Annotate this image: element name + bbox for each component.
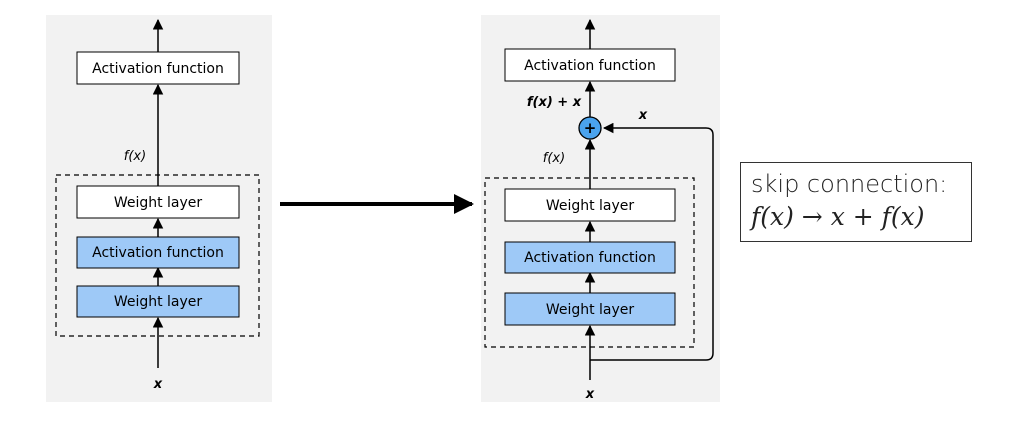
- left-activation-top-label: Activation function: [92, 61, 224, 77]
- left-weight-top-label: Weight layer: [114, 195, 203, 211]
- right-fx-label: f(x): [543, 151, 565, 166]
- right-activation-mid-box: [504, 241, 676, 274]
- skip-connection-callout: skip connection: f(x) → x + f(x): [740, 162, 972, 242]
- skip-connection-path: [590, 122, 714, 361]
- callout-title: skip connection:: [751, 170, 948, 198]
- left-input-x-label: x: [153, 377, 163, 392]
- right-sum-label: f(x) + x: [527, 95, 582, 110]
- right-weight-bottom-box: [504, 292, 676, 326]
- callout-formula: f(x) → x + f(x): [751, 202, 925, 231]
- left-activation-mid-label: Activation function: [92, 245, 224, 261]
- right-activation-top-box: [504, 48, 676, 82]
- addition-node: [578, 116, 602, 140]
- left-fx-label: f(x): [124, 149, 146, 164]
- left-dashed-block: [55, 174, 260, 337]
- left-activation-mid-box: [76, 236, 240, 269]
- right-skip-x-label: x: [638, 108, 648, 123]
- right-activation-top-label: Activation function: [524, 58, 656, 74]
- left-panel: Activation function f(x) Weight layer Ac…: [46, 15, 272, 402]
- left-weight-bottom-box: [76, 285, 240, 318]
- left-weight-bottom-label: Weight layer: [114, 294, 203, 310]
- left-weight-top-box: [76, 185, 240, 219]
- right-weight-bottom-label: Weight layer: [546, 302, 635, 318]
- right-weight-top-box: [504, 188, 676, 222]
- right-weight-top-label: Weight layer: [546, 198, 635, 214]
- left-activation-top-box: [76, 51, 240, 85]
- right-input-x-label: x: [585, 387, 595, 402]
- right-panel: Activation function f(x) + x x + f(x) We…: [481, 15, 720, 402]
- plus-icon: +: [584, 119, 597, 137]
- right-activation-mid-label: Activation function: [524, 250, 656, 266]
